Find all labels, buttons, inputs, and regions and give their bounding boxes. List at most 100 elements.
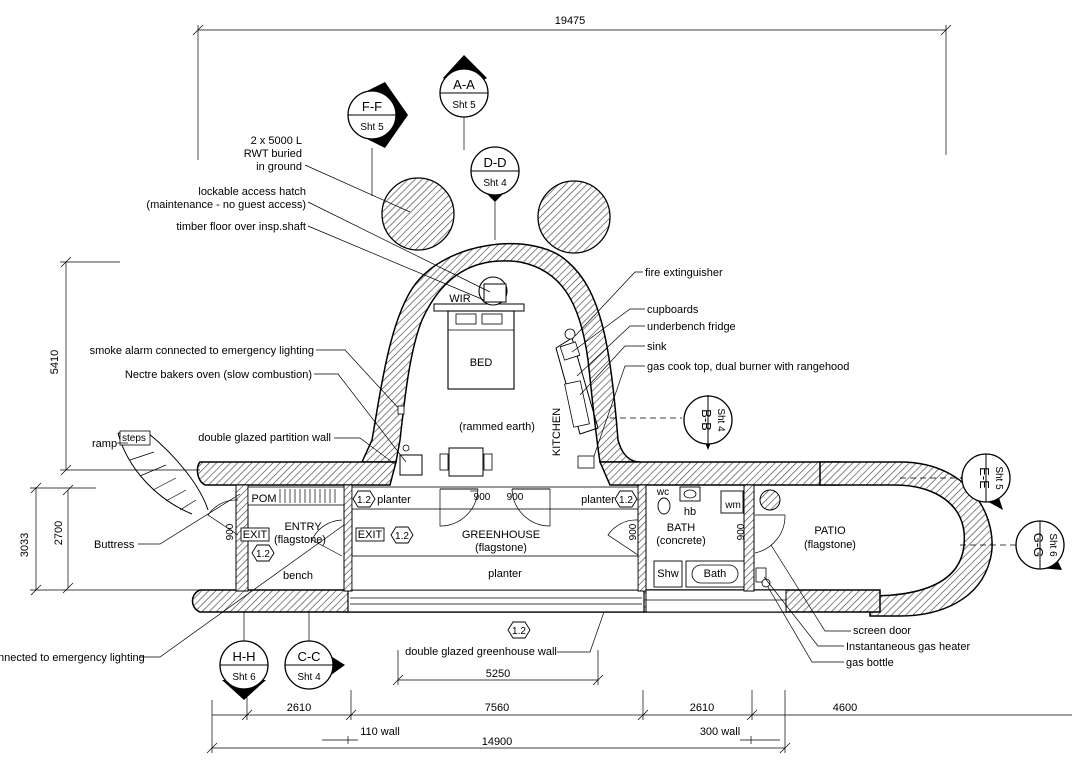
fixture-wc: wc — [656, 487, 669, 498]
svg-text:Instantaneous gas heater: Instantaneous gas heater — [846, 641, 970, 653]
wir-shelf — [433, 303, 525, 312]
room-entry-sub: (flagstone) — [274, 534, 326, 546]
dimension-overall-top: 19475 — [192, 15, 952, 160]
greenhouse-main-planter — [351, 555, 639, 591]
svg-text:Sht 5: Sht 5 — [360, 122, 384, 133]
svg-text:Nectre bakers oven (slow combu: Nectre bakers oven (slow combustion) — [125, 369, 312, 381]
svg-text:Sht 5: Sht 5 — [452, 100, 476, 111]
svg-text:double glazed partition wall: double glazed partition wall — [198, 432, 331, 444]
room-pom: POM — [251, 493, 276, 505]
annotations: 2 x 5000 L RWT buried in ground lockable… — [0, 135, 970, 669]
svg-text:D-D: D-D — [483, 155, 506, 170]
section-marker-d-d: D-D Sht 4 — [470, 146, 520, 240]
greenhouse-bath-wall — [637, 484, 647, 592]
svg-text:F-F: F-F — [362, 99, 382, 114]
table — [448, 447, 484, 477]
shower — [653, 560, 683, 588]
svg-text:A-A: A-A — [453, 77, 475, 92]
svg-text:Buttress: Buttress — [94, 539, 135, 551]
svg-text:900: 900 — [736, 523, 747, 540]
long-wall-right — [598, 461, 841, 486]
hex-tags: 1.2 1.2 1.2 1.2 1.2 — [251, 490, 638, 639]
room-bath-sub: (concrete) — [656, 535, 706, 547]
svg-text:(maintenance - no guest access: (maintenance - no guest access) — [146, 199, 306, 211]
section-marker-h-h: H-H Sht 6 — [219, 612, 269, 700]
rainwater-tanks — [381, 177, 611, 254]
room-labels: WIR BED (rammed earth) KITCHEN POM ENTRY… — [240, 293, 856, 582]
svg-text:timber floor over insp.shaft: timber floor over insp.shaft — [176, 221, 306, 233]
section-marker-f-f: F-F Sht 5 — [347, 82, 408, 196]
greenhouse-glazing-strip — [347, 589, 645, 613]
dim-900-entry: 900 — [225, 523, 236, 540]
dimension-left: 5410 3033 2700 — [19, 256, 200, 596]
svg-text:ramp: ramp — [92, 438, 117, 450]
local-dimensions: 900 900 900 900 900 — [225, 490, 747, 540]
room-bed: BED — [470, 357, 493, 369]
svg-text:Sht 4: Sht 4 — [715, 408, 726, 432]
dim-2610-a: 2610 — [287, 702, 311, 714]
bakers-oven — [399, 454, 423, 476]
entry-greenhouse-wall — [343, 484, 353, 592]
tag-planter-right: 1.2 — [619, 495, 633, 506]
planter-main: planter — [488, 568, 522, 580]
dim-300-wall: 300 wall — [700, 726, 740, 738]
svg-text:screen door: screen door — [853, 625, 911, 637]
svg-text:G-G: G-G — [1031, 533, 1046, 558]
svg-text:nnected to emergency lighting: nnected to emergency lighting — [0, 652, 145, 664]
room-kitchen: KITCHEN — [551, 408, 563, 456]
dim-14900: 14900 — [482, 736, 513, 748]
room-rammed-earth: (rammed earth) — [459, 421, 535, 433]
planter-right: planter — [581, 494, 615, 506]
room-bath: BATH — [667, 522, 696, 534]
fixture-shower: Shw — [657, 568, 678, 580]
long-wall-left — [196, 461, 397, 486]
dim-3033: 3033 — [19, 533, 31, 557]
dim-2610-b: 2610 — [690, 702, 714, 714]
svg-text:Sht 4: Sht 4 — [297, 672, 321, 683]
svg-text:double glazed greenhouse wall: double glazed greenhouse wall — [405, 646, 557, 658]
svg-text:gas cook top, dual burner with: gas cook top, dual burner with rangehood — [647, 361, 849, 373]
fixture-hb: hb — [684, 506, 696, 518]
lower-rooms — [207, 484, 786, 592]
room-entry: ENTRY — [284, 521, 322, 533]
water-tank-right — [537, 180, 611, 254]
tag-entry: 1.2 — [256, 549, 270, 560]
svg-text:E-E: E-E — [977, 467, 992, 489]
fixture-wm: wm — [724, 500, 741, 511]
svg-text:B-B: B-B — [699, 409, 714, 431]
dim-4600: 4600 — [833, 702, 857, 714]
svg-text:gas bottle: gas bottle — [846, 657, 894, 669]
steps-label: steps — [122, 433, 146, 444]
dim-900-door1: 900 — [474, 492, 491, 503]
entry-bench: bench — [283, 570, 313, 582]
svg-text:underbench fridge: underbench fridge — [647, 321, 736, 333]
room-greenhouse-sub: (flagstone) — [475, 542, 527, 554]
patio-curved-wall — [819, 461, 993, 617]
pom-hatch — [279, 489, 336, 503]
room-wir: WIR — [449, 293, 470, 305]
svg-text:sink: sink — [647, 341, 667, 353]
svg-text:RWT buried: RWT buried — [244, 148, 302, 160]
svg-text:Sht 5: Sht 5 — [993, 466, 1004, 490]
section-marker-g-g: G-G Sht 6 — [960, 520, 1065, 570]
svg-text:C-C: C-C — [297, 649, 320, 664]
svg-text:smoke alarm connected to emerg: smoke alarm connected to emergency light… — [90, 345, 314, 357]
svg-text:cupboards: cupboards — [647, 304, 699, 316]
planter-left: planter — [377, 494, 411, 506]
svg-text:Sht 6: Sht 6 — [1047, 533, 1058, 557]
svg-text:fire extinguisher: fire extinguisher — [645, 267, 723, 279]
section-marker-a-a: A-A Sht 5 — [439, 55, 489, 150]
upper-furniture — [399, 276, 599, 477]
dim-110-wall: 110 wall — [360, 726, 400, 738]
dim-5410: 5410 — [49, 350, 61, 374]
svg-text:H-H: H-H — [232, 649, 255, 664]
dimension-bottom: 5250 2610 7560 2610 4600 110 wall 300 wa… — [206, 650, 1072, 754]
svg-text:lockable access hatch: lockable access hatch — [198, 186, 306, 198]
section-marker-e-e: E-E Sht 5 — [900, 453, 1011, 510]
svg-text:2 x 5000 L: 2 x 5000 L — [251, 135, 302, 147]
svg-text:in ground: in ground — [256, 161, 302, 173]
bath-patio-wall — [743, 484, 755, 592]
exit-sign-greenhouse: EXIT — [358, 529, 383, 541]
svg-text:Sht 6: Sht 6 — [232, 672, 256, 683]
